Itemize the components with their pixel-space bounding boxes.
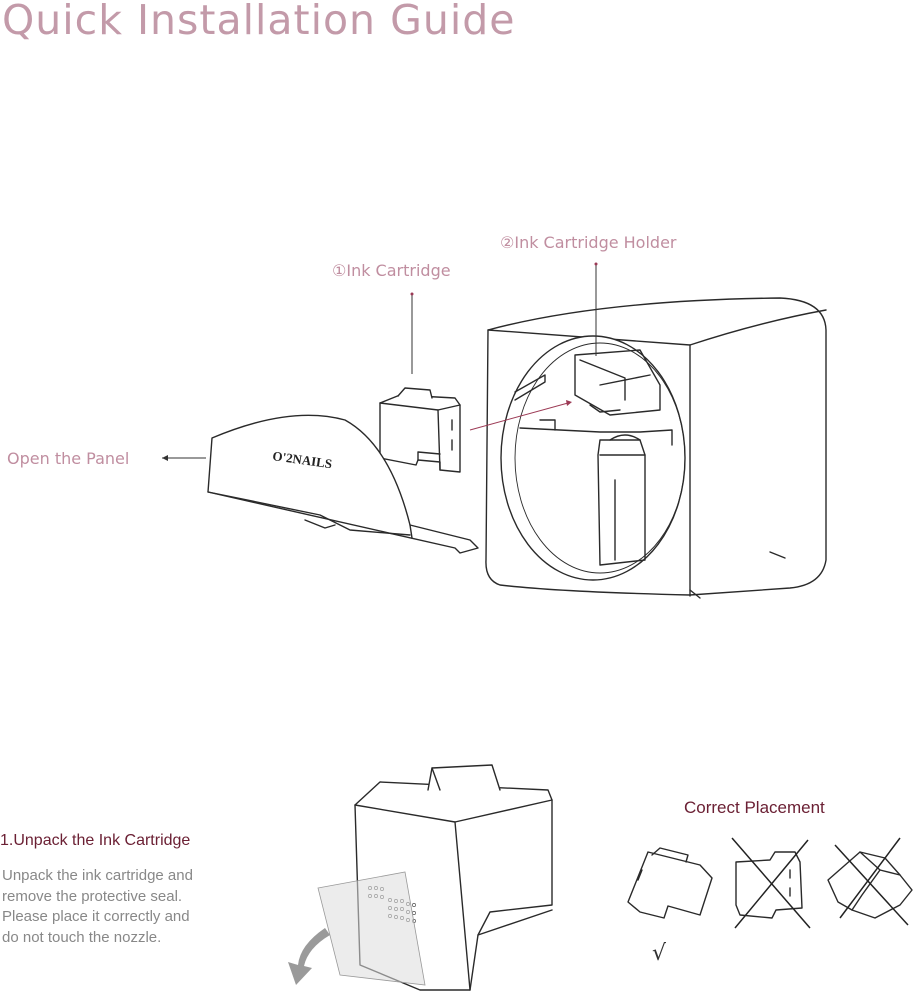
label-open-panel: Open the Panel xyxy=(7,449,130,468)
front-panel-illustration: O'2NAILS xyxy=(207,414,479,554)
step1-heading: 1.Unpack the Ink Cartridge xyxy=(0,832,191,849)
label-ink-cartridge-holder: ②Ink Cartridge Holder xyxy=(500,233,677,252)
placement-wrong-icon-1 xyxy=(731,837,811,929)
placement-correct-icon xyxy=(627,847,713,919)
check-mark: √ xyxy=(652,941,667,966)
placement-title: Correct Placement xyxy=(684,798,825,817)
ink-cartridge-illustration xyxy=(379,387,461,473)
printer-body xyxy=(485,297,827,599)
page-title: Quick Installation Guide xyxy=(2,0,516,44)
label-ink-cartridge: ①Ink Cartridge xyxy=(332,261,451,280)
cartridge-closeup xyxy=(288,764,553,991)
step1-body: Unpack the ink cartridge and remove the … xyxy=(2,867,193,946)
placement-wrong-icon-2 xyxy=(827,837,913,926)
callout-lines xyxy=(162,262,598,461)
